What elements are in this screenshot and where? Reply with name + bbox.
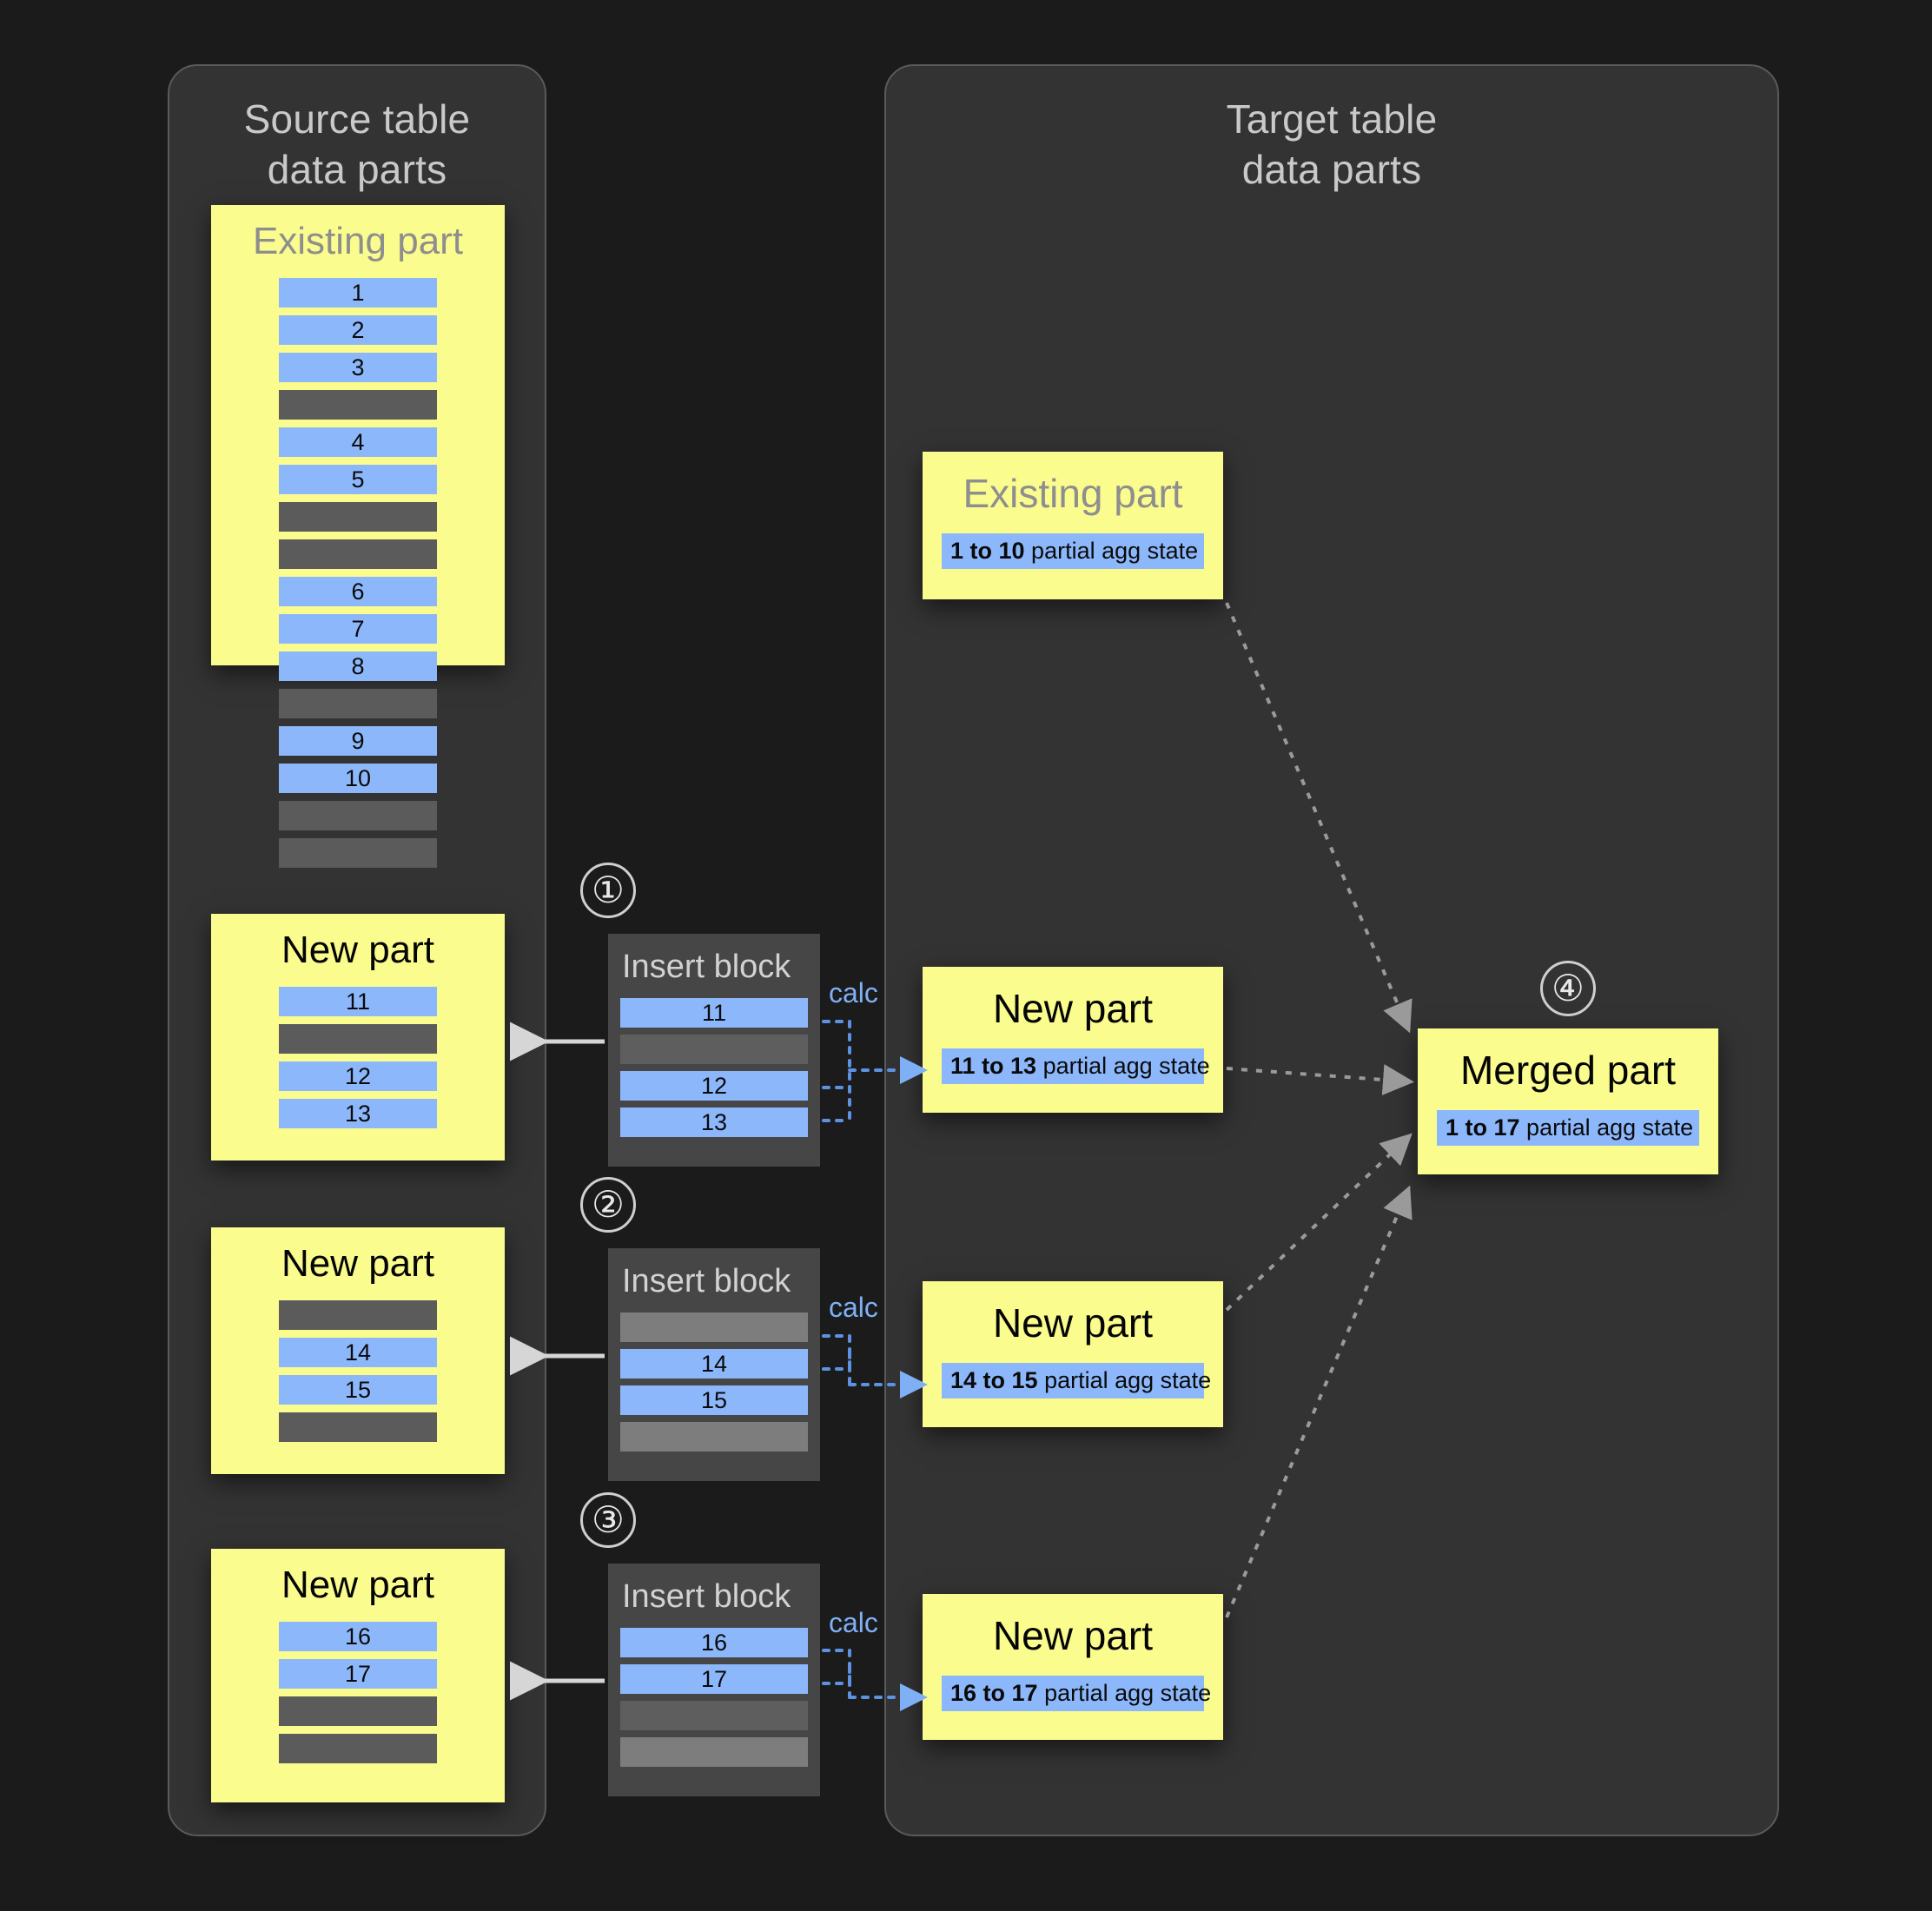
- source-existing-row-5: 4: [279, 427, 437, 457]
- merged-part-agg-range: 1 to 17: [1446, 1114, 1520, 1141]
- source-existing-row-14: 10: [279, 764, 437, 793]
- source-existing-row-15: [279, 801, 437, 830]
- source-existing-row-13: 9: [279, 726, 437, 756]
- insert-block-2-title: Insert block: [622, 1263, 791, 1299]
- target-new-part-1-agg-range: 11 to 13: [950, 1053, 1037, 1079]
- target-new-part-1-title: New part: [992, 986, 1154, 1031]
- target-new-part-1: New part 11 to 13 partial agg state: [923, 967, 1223, 1113]
- source-new-part-1-row-1: 11: [279, 987, 437, 1016]
- insert-block-3-row-1: 16: [620, 1628, 808, 1657]
- source-existing-row-12: [279, 689, 437, 718]
- step-number-4: ④: [1540, 961, 1596, 1016]
- source-existing-row-7: [279, 502, 437, 532]
- source-existing-part: Existing part 1 2 3 4 5 6 7 8 9 10: [211, 205, 505, 868]
- insert-block-2-row-1: [620, 1313, 808, 1342]
- source-existing-row-3: 3: [279, 353, 437, 382]
- insert-block-1-rows: 11 12 13: [608, 998, 820, 1137]
- source-new-part-1-rows: 11 12 13: [211, 973, 505, 1152]
- source-existing-row-6: 5: [279, 465, 437, 494]
- source-new-part-2-row-1: [279, 1300, 437, 1330]
- source-new-part-1: New part 11 12 13: [211, 914, 505, 1160]
- calc-label-3: calc: [829, 1607, 878, 1638]
- source-new-part-3-row-3: [279, 1696, 437, 1726]
- insert-block-3-row-2: 17: [620, 1664, 808, 1694]
- target-panel-title: Target table data parts: [1226, 96, 1438, 192]
- source-new-part-2-title: New part: [281, 1242, 435, 1285]
- merged-part-title: Merged part: [1459, 1048, 1676, 1093]
- merged-part: Merged part 1 to 17 partial agg state: [1418, 1028, 1718, 1174]
- source-existing-part-title: Existing part: [252, 220, 464, 262]
- target-existing-agg-range: 1 to 10: [950, 538, 1025, 564]
- step-number-1: ①: [580, 863, 636, 918]
- insert-block-3-title: Insert block: [622, 1578, 791, 1615]
- step-number-3: ③: [580, 1492, 636, 1548]
- source-new-part-1-row-4: 13: [279, 1099, 437, 1128]
- source-existing-row-4: [279, 390, 437, 420]
- merged-part-agg-suffix: partial agg state: [1519, 1114, 1694, 1141]
- insert-block-3-row-3: [620, 1701, 808, 1730]
- target-existing-part-title: Existing part: [963, 471, 1183, 516]
- target-existing-agg-suffix: partial agg state: [1024, 538, 1199, 564]
- insert-block-1-row-4: 13: [620, 1108, 808, 1137]
- insert-block-1: Insert block 11 12 13: [608, 934, 820, 1167]
- insert-block-1-row-1: 11: [620, 998, 808, 1028]
- target-new-part-1-agg-suffix: partial agg state: [1036, 1053, 1210, 1079]
- source-existing-row-2: 2: [279, 315, 437, 345]
- target-new-part-3: New part 16 to 17 partial agg state: [923, 1594, 1223, 1740]
- source-existing-row-8: [279, 539, 437, 569]
- target-table-panel: Target table data parts: [884, 64, 1779, 1836]
- source-new-part-2-row-2: 14: [279, 1338, 437, 1367]
- target-new-part-2-agg-range: 14 to 15: [950, 1367, 1038, 1393]
- source-existing-row-10: 7: [279, 614, 437, 644]
- insert-block-3-row-4: [620, 1737, 808, 1767]
- insert-block-1-row-3: 12: [620, 1071, 808, 1101]
- target-existing-part: Existing part 1 to 10 partial agg state: [923, 452, 1223, 599]
- insert-block-1-row-2: [620, 1035, 808, 1064]
- insert-block-2-row-4: [620, 1422, 808, 1451]
- source-existing-row-16: [279, 838, 437, 868]
- calc-label-2: calc: [829, 1292, 878, 1323]
- source-new-part-2-row-4: [279, 1412, 437, 1442]
- insert-block-1-title: Insert block: [622, 949, 791, 985]
- source-panel-title: Source table data parts: [243, 96, 471, 192]
- source-new-part-3-title: New part: [281, 1564, 435, 1606]
- source-new-part-3-row-2: 17: [279, 1659, 437, 1689]
- target-new-part-3-agg-suffix: partial agg state: [1037, 1680, 1212, 1706]
- source-existing-row-11: 8: [279, 651, 437, 681]
- insert-block-2-row-3: 15: [620, 1385, 808, 1415]
- source-new-part-1-row-2: [279, 1024, 437, 1054]
- insert-block-2-row-2: 14: [620, 1349, 808, 1379]
- target-new-part-2-agg-suffix: partial agg state: [1037, 1367, 1212, 1393]
- target-new-part-2-agg-state: 14 to 15 partial agg state: [942, 1363, 1211, 1399]
- step-number-2: ②: [580, 1177, 636, 1233]
- target-new-part-3-agg-state: 16 to 17 partial agg state: [942, 1676, 1211, 1711]
- source-new-part-1-title: New part: [281, 929, 435, 971]
- source-new-part-3-row-4: [279, 1734, 437, 1763]
- merged-part-agg-state: 1 to 17 partial agg state: [1437, 1110, 1699, 1146]
- source-existing-part-rows: 1 2 3 4 5 6 7 8 9 10: [211, 264, 505, 891]
- target-new-part-1-agg-state: 11 to 13 partial agg state: [942, 1048, 1210, 1084]
- calc-label-1: calc: [829, 977, 878, 1008]
- source-new-part-3-row-1: 16: [279, 1622, 437, 1651]
- target-new-part-2-title: New part: [992, 1300, 1154, 1346]
- source-new-part-1-row-3: 12: [279, 1061, 437, 1091]
- target-new-part-2: New part 14 to 15 partial agg state: [923, 1281, 1223, 1427]
- target-new-part-3-title: New part: [992, 1613, 1154, 1658]
- target-existing-agg-state: 1 to 10 partial agg state: [942, 533, 1204, 569]
- source-existing-row-1: 1: [279, 278, 437, 307]
- source-new-part-2-row-3: 15: [279, 1375, 437, 1405]
- target-new-part-3-agg-range: 16 to 17: [950, 1680, 1038, 1706]
- source-existing-row-9: 6: [279, 577, 437, 606]
